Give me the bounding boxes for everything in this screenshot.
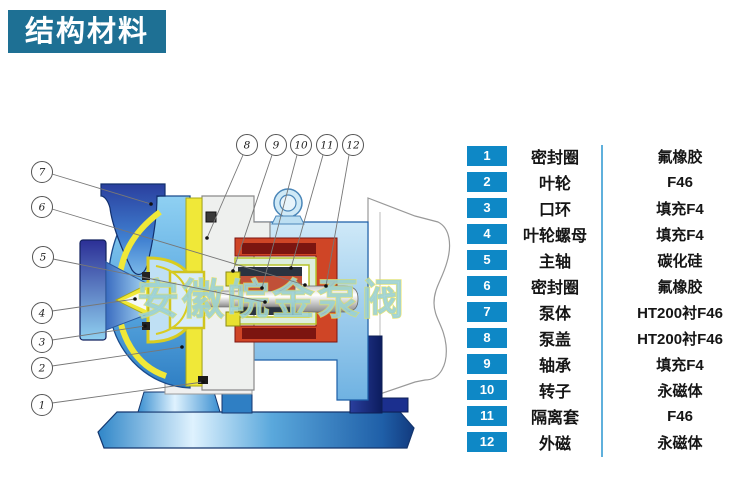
svg-text:8: 8 (244, 140, 251, 152)
seal-ring-bottom (198, 376, 208, 384)
part-material: 填充F4 (656, 356, 704, 374)
watermark-text: 安徽皖金泵阀 (137, 276, 407, 323)
svg-text:12: 12 (346, 140, 360, 152)
svg-text:9: 9 (273, 140, 280, 152)
callout-10: 10 (290, 134, 312, 156)
row-number-badge: 8 (467, 328, 507, 348)
motor-outline (367, 197, 451, 399)
part-name: 主轴 (538, 254, 571, 271)
svg-text:2: 2 (38, 363, 46, 375)
row-number-badge: 3 (467, 198, 507, 218)
inlet-flange (79, 239, 107, 341)
callout-6: 6 (31, 196, 53, 218)
callout-7: 7 (31, 161, 53, 183)
callout-3: 3 (31, 331, 53, 353)
part-name: 泵盖 (538, 332, 571, 349)
part-name: 叶轮螺母 (522, 228, 587, 245)
drive-shaft (294, 285, 359, 313)
row-number-badge: 6 (467, 276, 507, 296)
part-material: 填充F4 (656, 200, 704, 218)
part-name: 外磁 (538, 436, 571, 453)
baseplate (97, 411, 415, 449)
svg-text:7: 7 (39, 167, 46, 179)
row-number-badge: 4 (467, 224, 507, 244)
svg-text:5: 5 (40, 252, 47, 264)
row-number-badge: 1 (467, 146, 507, 166)
wear-ring-top (142, 272, 150, 280)
pump-pedestal (137, 391, 221, 413)
table-row: 12 外磁 永磁体 (467, 432, 747, 453)
inner-magnet-bar-bottom (238, 306, 302, 315)
bearing-bottom (225, 311, 241, 327)
callout-1: 1 (31, 394, 53, 416)
outer-magnet-bar-bottom (242, 328, 316, 339)
part-name: 隔离套 (530, 410, 579, 427)
svg-text:6: 6 (39, 202, 46, 214)
table-row: 6 密封圈 氟橡胶 (467, 276, 747, 297)
table-row: 5 主轴 碳化硅 (467, 250, 747, 271)
table-row: 7 泵体 HT200衬F46 (467, 302, 747, 323)
pump-cross-section-diagram: 安徽皖金泵阀 1 2 3 4 (31, 134, 451, 449)
part-name: 密封圈 (530, 150, 579, 167)
row-number-badge: 2 (467, 172, 507, 192)
callout-5: 5 (32, 246, 54, 268)
table-row: 11 隔离套 F46 (467, 406, 747, 427)
leader-lines (51, 154, 350, 404)
table-divider (601, 145, 603, 457)
callout-11: 11 (316, 134, 338, 156)
page-title: 结构材料 (8, 10, 166, 53)
eyebolt-icon (271, 188, 305, 225)
callout-8: 8 (236, 134, 258, 156)
table-row: 1 密封圈 氟橡胶 (467, 146, 747, 167)
part-material: 碳化硅 (657, 252, 703, 270)
row-number-badge: 7 (467, 302, 507, 322)
part-name: 叶轮 (538, 176, 571, 193)
part-material: 永磁体 (657, 434, 703, 452)
part-name: 口环 (538, 202, 571, 219)
part-material: F46 (667, 173, 693, 191)
part-name: 转子 (538, 384, 571, 401)
part-material: HT200衬F46 (637, 330, 723, 348)
row-number-badge: 12 (467, 432, 507, 452)
svg-text:11: 11 (320, 140, 333, 152)
table-row: 3 口环 填充F4 (467, 198, 747, 219)
callout-2: 2 (31, 357, 53, 379)
row-number-badge: 5 (467, 250, 507, 270)
svg-text:3: 3 (39, 337, 46, 349)
table-row: 2 叶轮 F46 (467, 172, 747, 193)
part-material: 填充F4 (656, 226, 704, 244)
part-material: 氟橡胶 (657, 148, 703, 166)
materials-table: 1 密封圈 氟橡胶 2 叶轮 F46 3 口环 填充F4 4 叶轮螺母 填充F4… (467, 146, 747, 458)
row-number-badge: 10 (467, 380, 507, 400)
outer-magnet-bar-top (242, 243, 316, 254)
part-name: 泵体 (538, 306, 571, 323)
table-row: 4 叶轮螺母 填充F4 (467, 224, 747, 245)
table-row: 10 转子 永磁体 (467, 380, 747, 401)
callout-4: 4 (31, 302, 53, 324)
svg-text:10: 10 (294, 140, 308, 152)
table-row: 9 轴承 填充F4 (467, 354, 747, 375)
table-row: 8 泵盖 HT200衬F46 (467, 328, 747, 349)
row-number-badge: 9 (467, 354, 507, 374)
part-name: 密封圈 (530, 280, 579, 297)
part-material: 氟橡胶 (657, 278, 703, 296)
part-material: F46 (667, 407, 693, 425)
callout-12: 12 (342, 134, 364, 156)
part-name: 轴承 (538, 358, 571, 375)
row-number-badge: 11 (467, 406, 507, 426)
inner-magnet-bar-top (238, 267, 302, 276)
svg-text:1: 1 (39, 400, 46, 412)
part-material: HT200衬F46 (637, 304, 723, 322)
callout-9: 9 (265, 134, 287, 156)
part-material: 永磁体 (657, 382, 703, 400)
callouts: 1 2 3 4 5 6 7 8 9 10 11 12 (31, 134, 364, 416)
svg-text:4: 4 (38, 308, 46, 320)
impeller (146, 256, 206, 344)
